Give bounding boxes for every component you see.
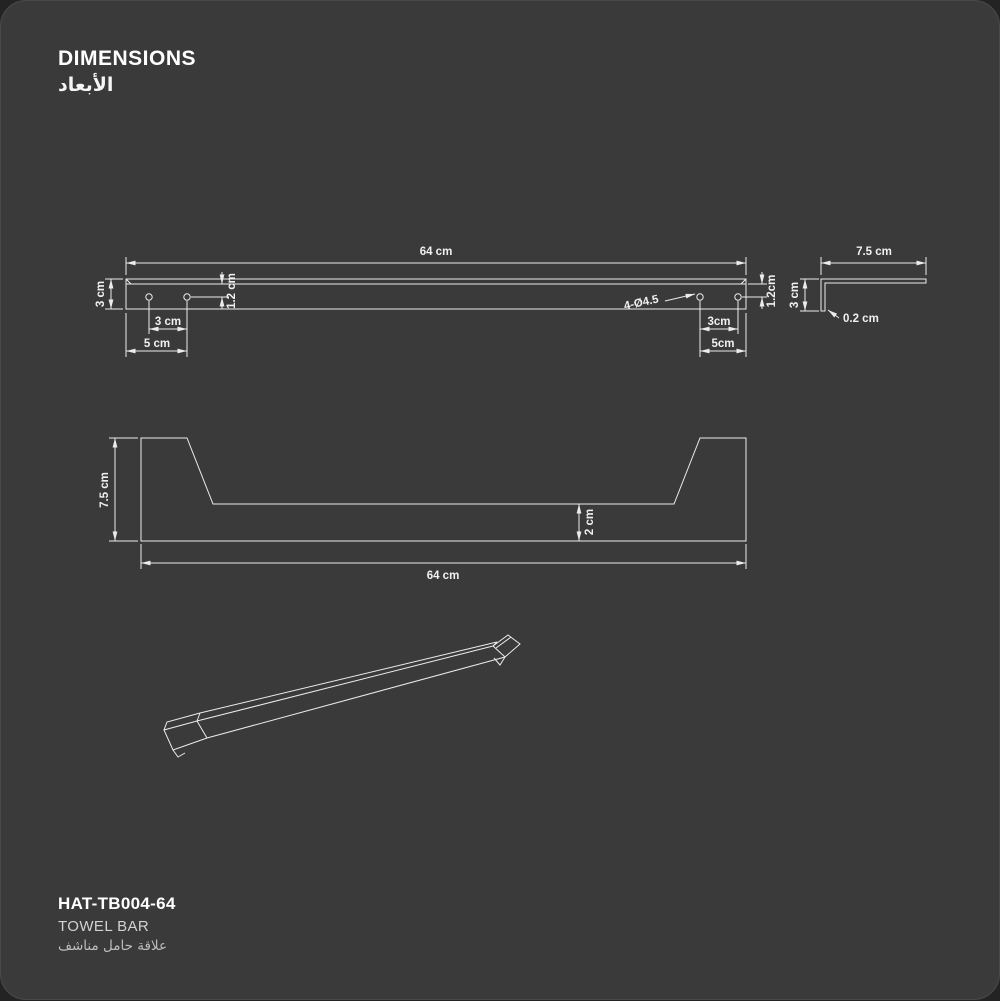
dim-right-hole-edge: 5cm [711,338,734,350]
dim-end-plate-height: 7.5 cm [99,472,111,508]
page-title-arabic: الأبعاد [58,74,114,96]
holes-note: 4-Ø4.5 [623,293,660,312]
product-name-arabic: علاقة حامل مناشف [58,938,168,954]
product-code: HAT-TB004-64 [58,894,176,913]
front-view-drawing: 7.5 cm 2 cm 64 cm [99,437,747,582]
right-end-flap [492,634,521,658]
perspective-view-drawing [163,634,521,758]
dim-plate-height: 3 cm [95,281,107,307]
mount-hole [734,293,742,301]
mount-hole [696,293,704,301]
left-end-flap [163,720,208,751]
front-outline [140,437,747,542]
dim-right-hole-offset: 1.2cm [766,275,778,308]
dim-profile-lip-height: 3 cm [789,282,801,308]
dim-left-hole-offset: 1.2 cm [226,273,238,309]
top-view-drawing: 64 cm 3 cm 3 cm 5 cm 1.2 cm 4-Ø4.5 [95,246,778,357]
dim-right-hole-spacing: 3cm [707,316,730,328]
page-title: DIMENSIONS [58,47,197,70]
plate-outline [125,278,747,310]
footer: HAT-TB004-64 TOWEL BAR علاقة حامل مناشف [58,894,176,954]
mount-hole [183,293,191,301]
dim-left-hole-edge: 5 cm [144,338,170,350]
dim-material-thickness: 0.2 cm [843,313,879,325]
dim-profile-depth: 7.5 cm [856,246,892,258]
side-profile-drawing: 7.5 cm 3 cm 0.2 cm [789,246,927,325]
product-name: TOWEL BAR [58,918,150,935]
header: DIMENSIONS الأبعاد [58,47,196,96]
dim-left-hole-spacing: 3 cm [155,316,181,328]
dim-bar-face-height: 2 cm [584,509,596,535]
mount-hole [145,293,153,301]
profile-outline [820,278,927,312]
dim-top-length: 64 cm [420,246,453,258]
dim-front-length: 64 cm [427,570,460,582]
